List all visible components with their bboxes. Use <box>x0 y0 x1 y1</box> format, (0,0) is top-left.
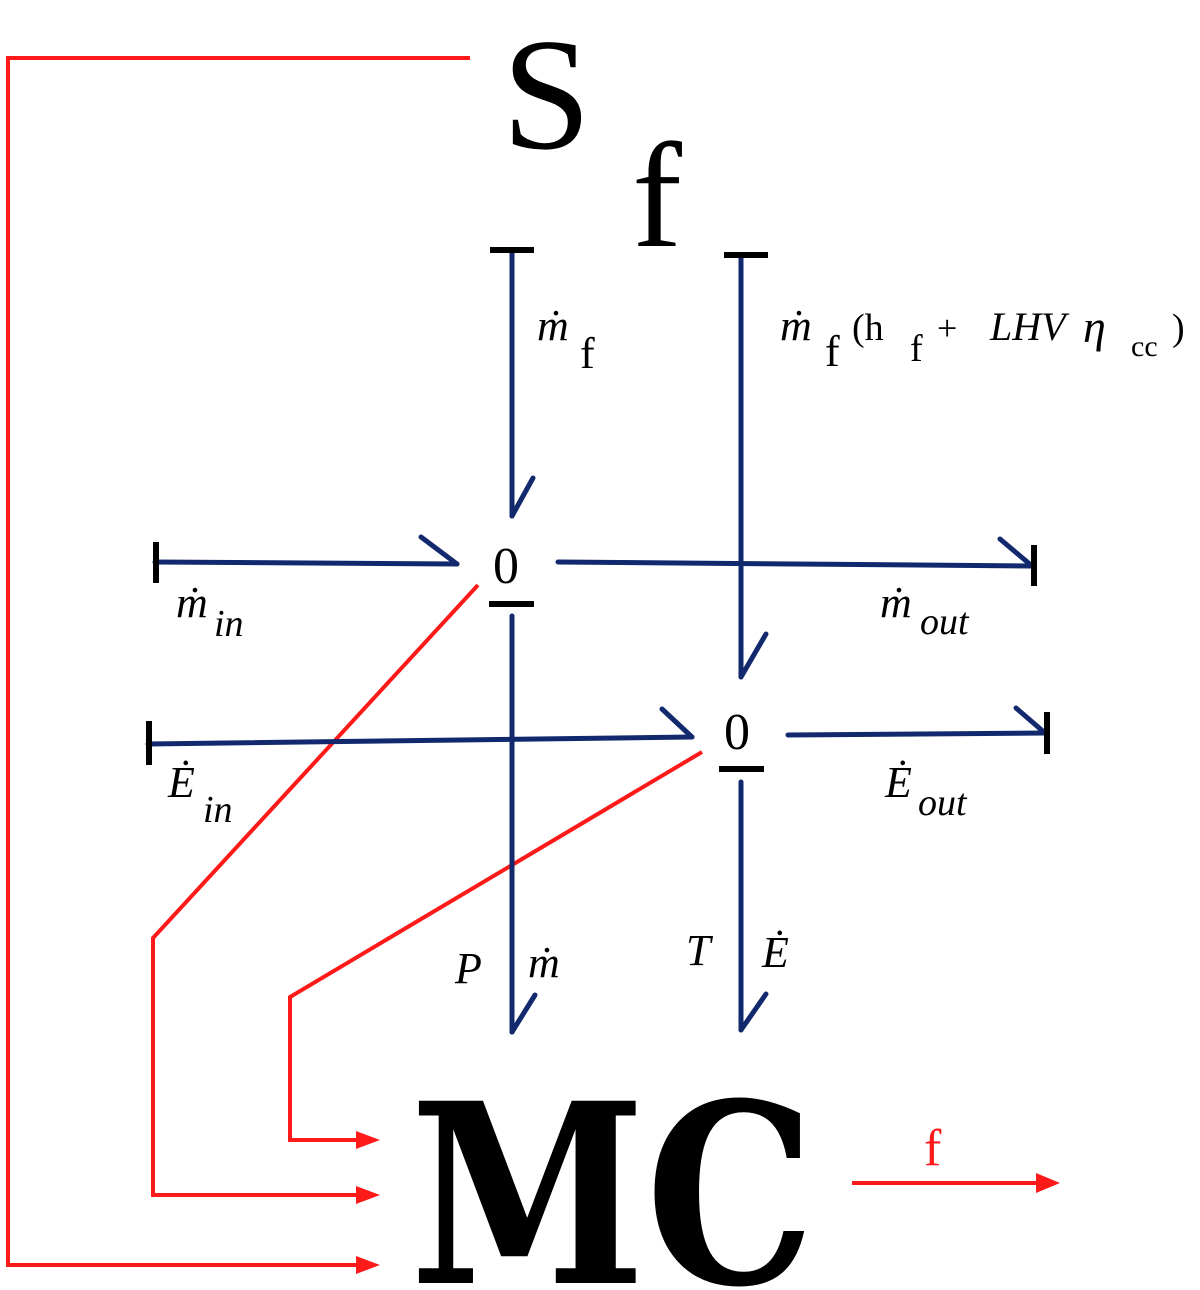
bond-energy-in <box>145 734 695 747</box>
bond-label-energy-down-flow: Ė <box>761 928 789 977</box>
bond-label-fuel-energy-hsub: f <box>910 328 923 370</box>
bond-energy-down-halfarrow <box>738 991 769 1033</box>
bonds <box>145 249 1048 1035</box>
bond-label-energy-out: Ė out <box>884 758 968 824</box>
bond-label-mass-in-sub: in <box>214 603 244 645</box>
bond-fuel-energy-halfarrow <box>738 631 769 680</box>
bond-label-mass-out-sub: out <box>920 601 970 643</box>
signal-arrowhead-1 <box>356 1131 380 1149</box>
signal-energy-junction-to-mc <box>288 750 704 1142</box>
bond-label-mass-down-flow: ṁ <box>528 938 560 987</box>
bond-mass-out <box>555 559 1035 569</box>
bond-label-fuel-energy-close: ) <box>1172 307 1185 349</box>
signal-lines <box>6 56 1042 1267</box>
bond-label-fuel-energy-eta: η <box>1083 301 1106 352</box>
bond-label-mass-down: P ṁ <box>454 938 560 993</box>
bond-energy-in-halfarrow <box>659 706 695 740</box>
bond-label-mass-in-main: ṁ <box>176 578 208 627</box>
bond-mass-in-halfarrow <box>418 534 460 567</box>
bond-label-energy-in-sub: in <box>203 789 233 831</box>
bond-label-fuel-energy-etasub: cc <box>1131 330 1158 363</box>
bond-label-fuel-energy-lhv: LHV <box>989 304 1070 349</box>
bond-label-mass-out-main: ṁ <box>880 578 912 627</box>
junction-energy: 0 <box>724 704 750 761</box>
signal-output-arrowhead <box>1036 1173 1060 1193</box>
signal-arrowhead-2 <box>356 1186 380 1204</box>
flow-source-sf: S f <box>502 5 682 279</box>
bond-label-fuel-energy-paren: (h <box>852 307 884 349</box>
source-subscript: f <box>632 113 682 279</box>
bond-label-mass-down-effort: P <box>454 944 482 993</box>
sink-mc-label: MC <box>410 1048 815 1290</box>
bond-label-fuel-energy-main: ṁ <box>780 301 812 350</box>
bond-fuel-mass-halfarrow <box>509 475 536 519</box>
signal-arrowheads <box>356 1131 1060 1274</box>
bond-label-mass-in: ṁ in <box>176 578 244 645</box>
bond-label-energy-in-main: Ė <box>167 758 195 807</box>
source-label: S <box>502 5 591 183</box>
signal-source-to-mc <box>6 56 470 1267</box>
bond-label-energy-down-effort: T <box>686 926 714 975</box>
bond-energy-out-halfarrow <box>1013 705 1048 736</box>
causal-strokes <box>146 247 1050 772</box>
bond-mass-in <box>152 559 460 567</box>
signal-mass-junction-to-mc <box>151 583 480 1197</box>
output-signal-label: f <box>924 1120 942 1177</box>
signal-arrowhead-3 <box>356 1256 380 1274</box>
bond-label-energy-out-sub: out <box>918 782 968 824</box>
bond-label-fuel-energy-sub: f <box>825 327 840 376</box>
bond-label-mass-out: ṁ out <box>880 578 970 643</box>
bond-label-fuel-mass: ṁ f <box>537 301 595 378</box>
bond-label-fuel-energy: ṁ f (h f + LHV η cc ) <box>780 301 1185 376</box>
bond-mass-out-halfarrow <box>997 536 1035 569</box>
bond-label-fuel-mass-main: ṁ <box>537 301 569 350</box>
bond-label-fuel-mass-sub: f <box>580 329 595 378</box>
junction-mass: 0 <box>493 538 519 595</box>
bond-label-energy-in: Ė in <box>167 758 233 831</box>
bond-label-fuel-energy-plus: + <box>937 308 957 348</box>
bond-label-energy-down: T Ė <box>686 926 789 977</box>
bond-energy-out <box>785 730 1048 738</box>
bond-mass-down-halfarrow <box>509 992 538 1035</box>
bond-label-energy-out-main: Ė <box>884 758 912 807</box>
